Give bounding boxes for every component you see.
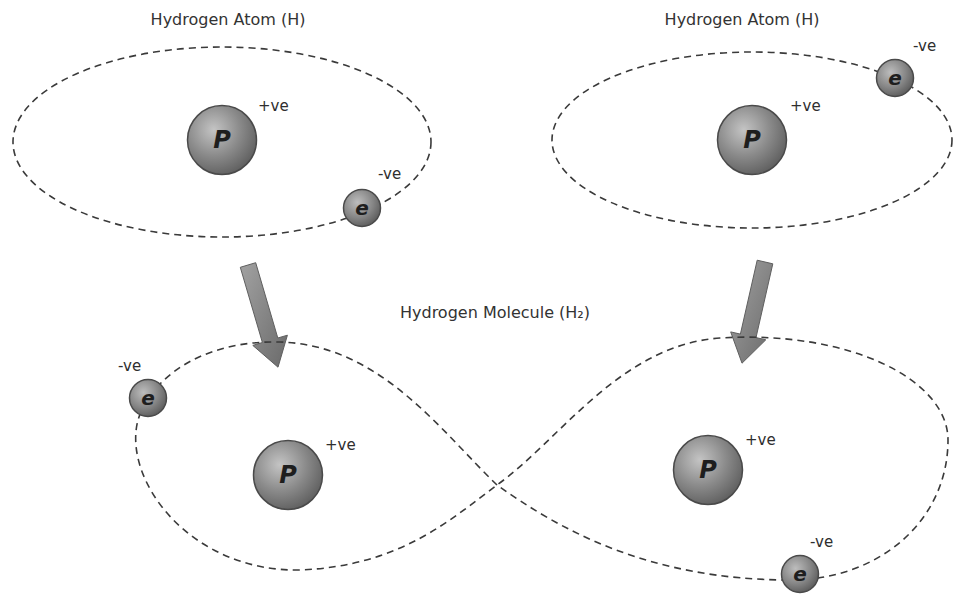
proton-letter: P	[672, 434, 744, 506]
electron: e-ve	[342, 188, 382, 228]
electron: e-ve	[780, 554, 820, 594]
figure-eight-orbit	[136, 337, 948, 580]
block-arrow	[731, 260, 773, 363]
charge-label: -ve	[118, 357, 141, 375]
charge-label: +ve	[258, 97, 289, 115]
atom-orbit: Hydrogen Atom (H)P+vee-ve	[12, 8, 434, 239]
charge-label: +ve	[790, 97, 821, 115]
electron: e-ve	[875, 58, 915, 98]
proton-letter: P	[716, 104, 788, 176]
charge-label: -ve	[810, 533, 833, 551]
electron-letter: e	[780, 554, 820, 594]
electron-letter: e	[128, 378, 168, 418]
heading-text: Hydrogen Atom (H)	[151, 10, 306, 30]
proton-letter: P	[186, 104, 258, 176]
orbit-ellipse	[552, 52, 952, 228]
charge-label: +ve	[325, 436, 356, 454]
electron-letter: e	[875, 58, 915, 98]
orbit-ellipse	[13, 47, 431, 237]
proton: P+ve	[186, 104, 258, 176]
heading-text: Hydrogen Molecule (H₂)	[400, 303, 590, 323]
electron-letter: e	[342, 188, 382, 228]
charge-label: +ve	[745, 431, 776, 449]
atom-orbit: Hydrogen Atom (H)e-veP+ve	[540, 8, 954, 230]
proton: P+ve	[252, 439, 324, 511]
proton: P+ve	[672, 434, 744, 506]
charge-label: -ve	[378, 165, 401, 183]
electron: e-ve	[128, 378, 168, 418]
block-arrow	[240, 263, 287, 368]
proton: P+ve	[716, 104, 788, 176]
molecule-orbit: Hydrogen Molecule (H₂)e-veP+veP+vee-ve	[118, 300, 954, 594]
charge-label: -ve	[913, 37, 936, 55]
heading-text: Hydrogen Atom (H)	[665, 10, 820, 30]
proton-letter: P	[252, 439, 324, 511]
